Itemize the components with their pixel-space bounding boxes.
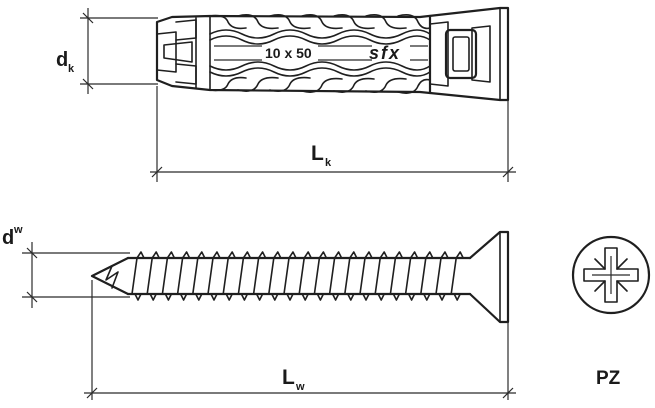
thread-crest [207, 251, 221, 301]
thread-crest [176, 251, 191, 301]
thread-crest [344, 251, 358, 301]
thread-crest [222, 251, 236, 301]
svg-text:L: L [282, 366, 295, 389]
thread-crest [328, 251, 343, 301]
anchor-length-subscript: k [325, 157, 332, 169]
screw-length-dimension: L w [84, 280, 516, 400]
thread-crest [268, 251, 282, 301]
thread-crest [192, 251, 206, 301]
thread-crest [389, 251, 404, 301]
anchor-brand-marking: sfx [369, 43, 401, 63]
thread-crest [252, 251, 267, 301]
screw-diameter-dimension: d w [2, 224, 130, 308]
thread-crest [435, 251, 449, 301]
svg-text:w: w [13, 224, 23, 236]
screw: d w L [2, 224, 516, 400]
screw-threads [131, 251, 464, 301]
thread-crest [420, 251, 434, 301]
screw-diameter-symbol: d [2, 227, 14, 249]
wall-anchor: d k [56, 6, 516, 182]
thread-crest [161, 251, 176, 301]
screw-length-subscript: w [295, 381, 305, 393]
svg-text:L: L [311, 142, 324, 165]
anchor-body [155, 6, 510, 102]
thread-crest [404, 251, 419, 301]
anchor-diameter-dimension: d k [56, 8, 158, 94]
screw-length-symbol: L [282, 366, 295, 389]
thread-crest [359, 251, 373, 301]
screw-diameter-subscript: w [13, 224, 23, 236]
anchor-size-marking: 10 x 50 [265, 45, 312, 61]
thread-crest [374, 251, 388, 301]
thread-crest [283, 251, 297, 301]
drive-type-label: PZ [596, 368, 621, 389]
thread-crest [146, 251, 160, 301]
anchor-diameter-subscript: k [68, 63, 75, 75]
svg-text:w: w [295, 381, 305, 393]
thread-crest [237, 251, 252, 301]
anchor-diameter-symbol: d [56, 49, 68, 71]
pozidriv-cross-icon [571, 235, 651, 315]
svg-text:k: k [68, 63, 75, 75]
svg-text:d: d [56, 49, 68, 71]
thread-crest [298, 251, 312, 301]
thread-crest [313, 251, 328, 301]
anchor-length-symbol: L [311, 142, 324, 165]
svg-text:d: d [2, 227, 14, 249]
svg-text:k: k [325, 157, 332, 169]
thread-crest [450, 251, 464, 301]
anchor-length-dimension: L k [150, 86, 516, 182]
thread-crest [131, 251, 145, 301]
screw-body [90, 230, 510, 324]
